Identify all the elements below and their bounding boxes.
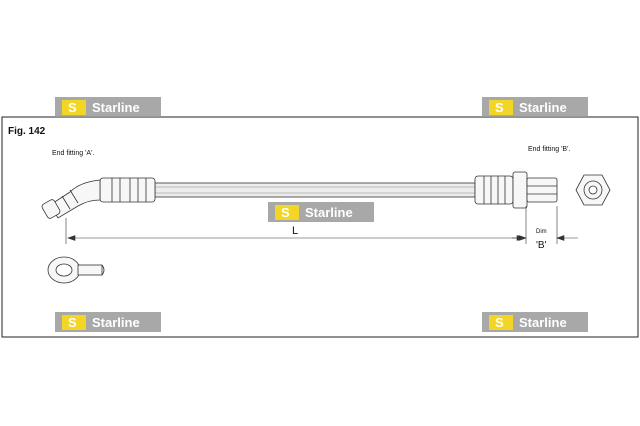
- starline-mark: S: [68, 315, 77, 330]
- end-fitting-a: [41, 179, 101, 219]
- dim-value: 'B': [536, 240, 547, 251]
- figure-frame: [1, 116, 639, 338]
- starline-brand: Starline: [305, 205, 353, 220]
- starline-brand: Starline: [519, 315, 567, 330]
- dim-label: Dim: [536, 229, 547, 235]
- hex-nut-end-view: [575, 174, 611, 206]
- length-label: L: [292, 225, 298, 237]
- starline-watermark-top-right: S Starline: [482, 97, 588, 117]
- starline-watermark-center: S Starline: [268, 202, 374, 222]
- starline-brand: Starline: [519, 100, 567, 115]
- end-fitting-b: [512, 171, 558, 209]
- starline-mark: S: [495, 100, 504, 115]
- right-ferrule: [474, 175, 514, 205]
- starline-mark: S: [495, 315, 504, 330]
- starline-watermark-top-left: S Starline: [55, 97, 161, 117]
- starline-brand: Starline: [92, 100, 140, 115]
- brake-hose: [154, 182, 476, 198]
- starline-watermark-bottom-left: S Starline: [55, 312, 161, 332]
- starline-brand: Starline: [92, 315, 140, 330]
- starline-watermark-bottom-right: S Starline: [482, 312, 588, 332]
- banjo-end-view: [47, 256, 105, 284]
- dim-b-dimension: [512, 206, 578, 244]
- end-fitting-b-label: End fitting 'B'.: [528, 146, 570, 153]
- left-ferrule: [99, 177, 156, 203]
- starline-mark: S: [68, 100, 77, 115]
- figure-label: Fig. 142: [8, 126, 46, 137]
- end-fitting-a-label: End fitting 'A'.: [52, 150, 94, 157]
- starline-mark: S: [281, 205, 290, 220]
